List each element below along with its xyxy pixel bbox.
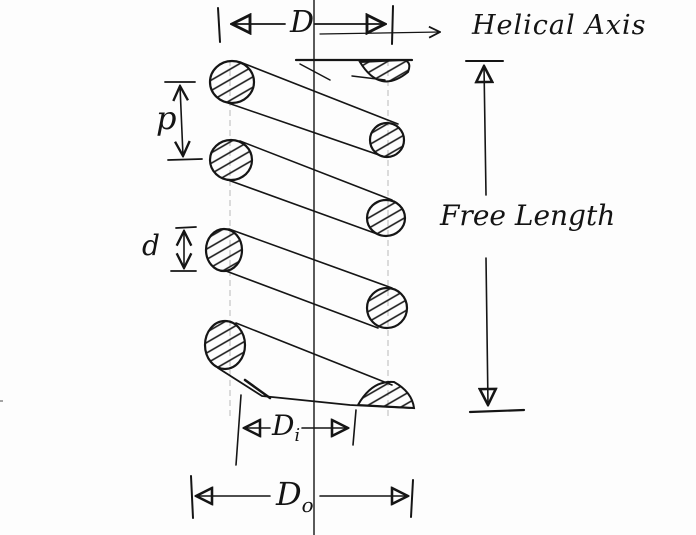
label-outer-diameter-main: D	[276, 475, 302, 513]
label-outer-diameter-subscript: o	[301, 493, 314, 517]
label-mean-diameter-text: D	[290, 5, 315, 40]
coil-2	[208, 138, 407, 238]
wire-diameter-dimension	[170, 226, 197, 272]
label-outer-diameter: Do	[276, 475, 314, 515]
label-pitch: p	[156, 99, 177, 137]
coil-3	[204, 227, 409, 330]
outer-diameter-dimension	[190, 475, 414, 519]
mean-diameter-dimension	[217, 5, 440, 45]
pitch-dimension	[164, 81, 203, 161]
label-free-length: Free Length	[440, 199, 616, 232]
label-inner-diameter-main: D	[272, 409, 295, 442]
label-inner-diameter-subscript: i	[294, 426, 301, 447]
coil-4	[203, 319, 416, 410]
label-inner-diameter: Di	[272, 409, 300, 445]
label-wire-diameter: d	[142, 229, 160, 262]
coil-1	[208, 58, 414, 159]
label-mean-diameter: D	[290, 8, 314, 38]
free-length-dimension	[465, 60, 526, 414]
label-helical-axis: Helical Axis	[472, 10, 647, 41]
